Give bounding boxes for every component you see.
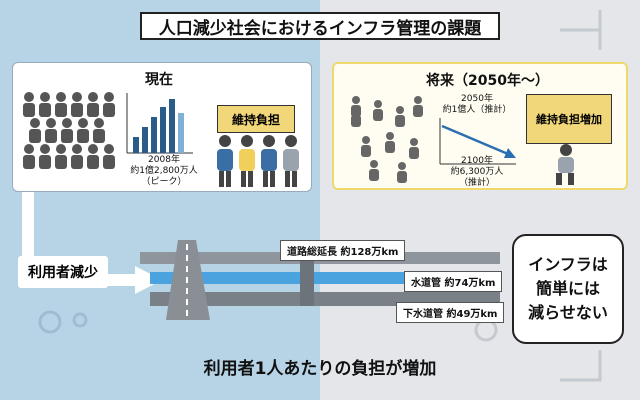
bar — [160, 107, 166, 153]
present-population: 約1億2,800万人 — [130, 166, 198, 176]
callout-line-3: 減らせない — [528, 303, 608, 322]
people-lifting-icon — [217, 135, 299, 187]
future-year-2100: 2100年 — [461, 156, 493, 166]
bar — [178, 113, 184, 153]
bar — [142, 127, 148, 153]
future-population-2050: 約1億人（推計） — [442, 105, 512, 115]
bar — [151, 117, 157, 153]
sewer-pipe-length-label: 下水道管 約49万km — [396, 302, 505, 323]
bar — [169, 99, 175, 153]
present-note: （ピーク） — [141, 177, 187, 187]
future-year-2050: 2050年 — [461, 94, 493, 104]
present-heading: 現在 — [145, 72, 173, 88]
water-pipe-length-label: 水道管 約74万km — [404, 271, 503, 292]
present-burden-box: 維持負担 — [217, 105, 295, 133]
future-panel: 将来（2050年〜） 2050年 約1億人（推計） 2100年 約6,300万人… — [332, 62, 628, 190]
gear-icon — [38, 310, 62, 334]
gear-icon — [72, 312, 88, 328]
callout-line-1: インフラは — [528, 255, 608, 274]
callout-line-2: 簡単には — [535, 279, 600, 298]
users-decrease-label: 利用者減少 — [18, 256, 108, 288]
future-note-2100: （推計） — [458, 178, 495, 188]
crowd-icon — [23, 92, 115, 169]
present-panel: 現在 2008年 約1億2,800万人 （ピーク） 維持負 — [12, 62, 312, 192]
pipe-decoration — [560, 350, 602, 382]
population-bar-chart — [126, 93, 193, 154]
bottom-conclusion: 利用者1人あたりの負担が増加 — [203, 359, 437, 379]
sparse-crowd-icon — [351, 96, 423, 183]
future-bottom-stats: 2100年 約6,300万人 （推計） — [434, 156, 520, 189]
person-struggling-icon — [556, 144, 574, 185]
future-burden-box: 維持負担増加 — [526, 94, 612, 144]
present-stats: 2008年 約1億2,800万人 （ピーク） — [125, 155, 203, 188]
future-top-stats: 2050年 約1億人（推計） — [434, 94, 520, 116]
decline-trend-arrow — [439, 118, 516, 165]
pipe-decoration — [560, 10, 602, 50]
present-year: 2008年 — [148, 155, 180, 165]
main-title: 人口減少社会におけるインフラ管理の課題 — [140, 12, 500, 40]
infrastructure-callout: インフラは 簡単には 減らせない — [512, 234, 624, 344]
future-heading: 将来（2050年〜） — [426, 73, 549, 89]
bar — [133, 137, 139, 153]
future-population-2100: 約6,300万人 — [450, 167, 504, 177]
road-length-label: 道路総延長 約128万km — [280, 240, 406, 261]
